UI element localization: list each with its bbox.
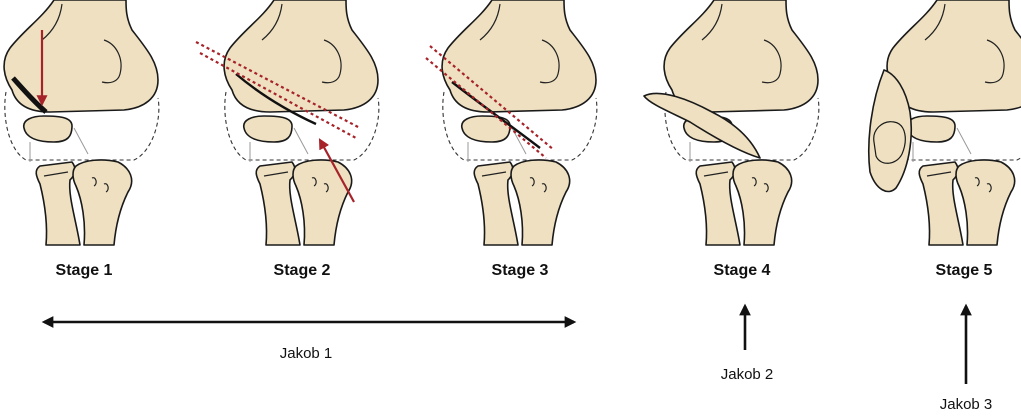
- stage-5-illustration: [869, 0, 1021, 245]
- stage-1-label: Stage 1: [56, 262, 113, 280]
- jakob-3-label: Jakob 3: [940, 396, 993, 413]
- stage-4-label: Stage 4: [714, 262, 771, 280]
- stage-2-illustration: [196, 0, 379, 245]
- stage-3-label: Stage 3: [492, 262, 549, 280]
- jakob-2-label: Jakob 2: [721, 366, 774, 383]
- stage-2-label: Stage 2: [274, 262, 331, 280]
- stage-3-illustration: [426, 0, 597, 245]
- stage-4-illustration: [644, 0, 819, 245]
- stage-5-label: Stage 5: [936, 262, 993, 280]
- stage-1-illustration: [4, 0, 159, 245]
- jakob-1-label: Jakob 1: [280, 345, 333, 362]
